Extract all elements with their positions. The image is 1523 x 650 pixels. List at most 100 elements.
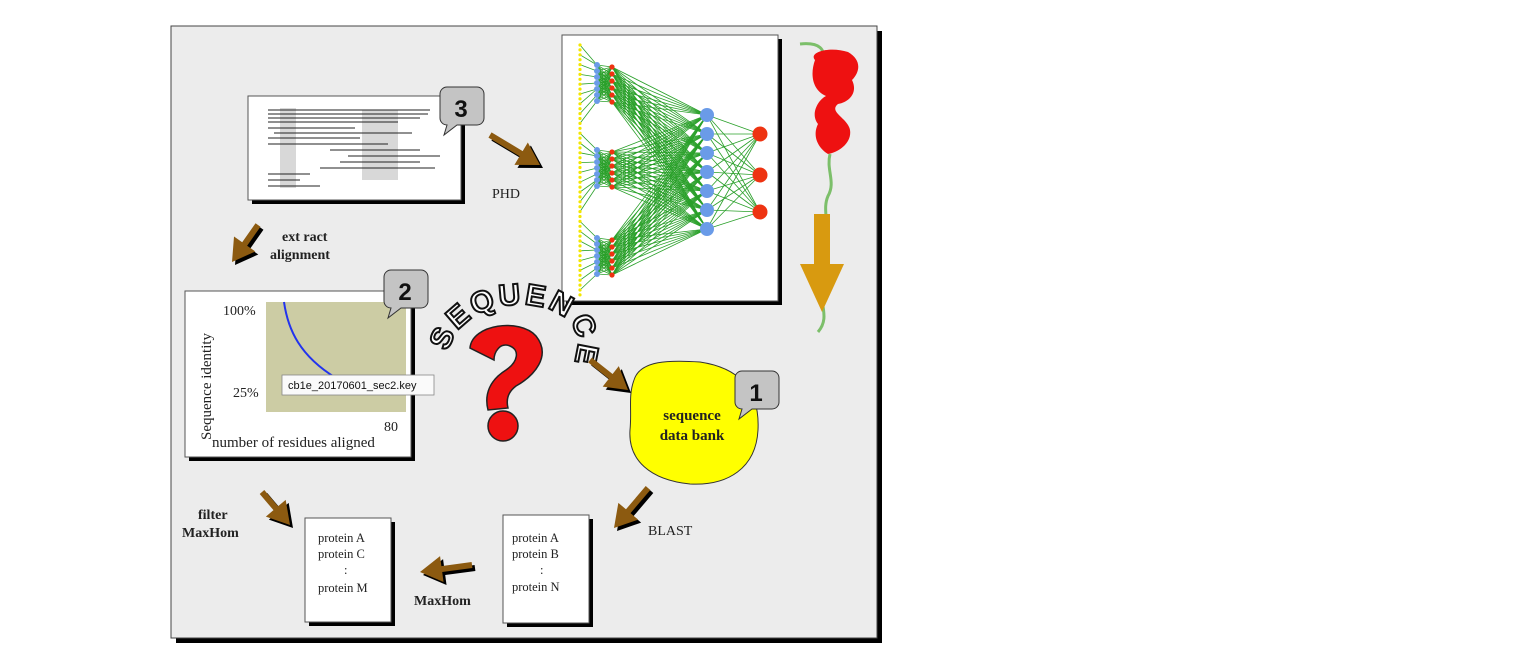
alignment-lines xyxy=(268,109,440,187)
network-edge xyxy=(706,133,761,154)
network-edge xyxy=(706,114,761,213)
network-input-node xyxy=(578,121,582,125)
network-input-node xyxy=(578,112,582,116)
network-edge xyxy=(611,114,708,269)
network-edge xyxy=(579,173,598,183)
network-input-node xyxy=(578,161,582,165)
network-edge xyxy=(611,114,708,153)
network-edge xyxy=(579,88,598,105)
network-window-node xyxy=(609,92,615,98)
network-edge xyxy=(596,165,613,187)
network-edge xyxy=(611,101,708,135)
network-edge xyxy=(596,161,613,174)
neural-network-card xyxy=(561,34,782,305)
network-edge xyxy=(579,142,598,157)
network-edge xyxy=(706,174,761,211)
network-edge xyxy=(596,70,613,89)
badge-3: 3 xyxy=(439,86,485,137)
network-window-node xyxy=(609,237,615,243)
network-edge xyxy=(579,240,598,251)
network-feature-node xyxy=(594,62,600,68)
filtered-item-3: : xyxy=(344,563,347,577)
network-input-node xyxy=(578,82,582,86)
network-feature-node xyxy=(594,171,600,177)
network-input-node xyxy=(578,97,582,101)
network-input-node xyxy=(578,136,582,140)
identity-curve xyxy=(283,301,337,379)
network-input-node xyxy=(578,214,582,219)
network-input-node xyxy=(578,185,582,189)
network-window-node xyxy=(609,272,615,278)
network-edge xyxy=(596,151,613,175)
network-edge xyxy=(706,133,761,173)
network-edge xyxy=(611,228,708,241)
network-edge xyxy=(596,66,613,90)
network-hidden-node xyxy=(700,146,714,160)
network-feature-node xyxy=(594,253,600,259)
step-filter-label-1: filter xyxy=(198,508,228,523)
network-edge xyxy=(611,114,708,167)
network-window-node xyxy=(609,163,615,169)
blast-results-sheet xyxy=(502,514,590,624)
network-input-node xyxy=(578,210,582,214)
network-window-node xyxy=(609,244,615,250)
network-edge xyxy=(596,243,613,255)
network-hidden-node xyxy=(700,108,714,122)
step-extract-label-1: ext ract xyxy=(282,230,328,245)
network-hidden-node xyxy=(700,222,714,236)
network-input-node xyxy=(578,180,582,184)
network-edge xyxy=(611,114,708,248)
network-input-node xyxy=(578,190,582,194)
network-edge xyxy=(611,101,708,116)
network-input-node xyxy=(578,263,582,268)
network-input-node xyxy=(578,170,582,174)
network-feature-node xyxy=(594,74,600,80)
filtered-item-4: protein M xyxy=(318,581,368,595)
filtered-results-card: protein A protein C : protein M xyxy=(304,517,395,626)
network-feature-node xyxy=(594,165,600,171)
network-edge xyxy=(596,239,613,263)
network-edge xyxy=(579,221,598,239)
network-edge xyxy=(706,133,761,211)
network-edge xyxy=(596,151,613,169)
network-edge xyxy=(611,228,708,276)
network-edge xyxy=(611,114,708,262)
network-input-node xyxy=(578,126,582,130)
alignment-card xyxy=(247,95,465,204)
network-window-node xyxy=(609,99,615,105)
network-edge xyxy=(579,132,598,151)
step-blast-label: BLAST xyxy=(648,524,693,539)
network-edge xyxy=(611,228,708,248)
network-window-node xyxy=(609,170,615,176)
step-maxhom-label: MaxHom xyxy=(414,594,471,609)
network-input-node xyxy=(578,219,582,223)
network-input-node xyxy=(578,254,582,258)
network-edge xyxy=(706,209,761,213)
network-edge xyxy=(596,155,613,167)
network-edge xyxy=(611,94,708,116)
network-edge xyxy=(596,260,613,275)
network-input-node xyxy=(578,116,582,121)
flow-arrow-icon xyxy=(259,490,290,525)
network-window-node xyxy=(609,258,615,264)
network-input-node xyxy=(578,293,582,297)
network-feature-node xyxy=(594,159,600,165)
network-input-node xyxy=(578,72,582,76)
network-edge xyxy=(611,209,708,276)
network-edge xyxy=(579,94,598,114)
network-hidden-node xyxy=(700,165,714,179)
network-edge xyxy=(611,171,708,188)
graph-x-label: number of residues aligned xyxy=(212,435,375,451)
badge-2: 2 xyxy=(383,269,429,320)
network-input-node xyxy=(578,102,582,106)
network-edge xyxy=(706,133,761,176)
network-edge xyxy=(706,133,761,230)
network-edge xyxy=(611,114,708,160)
network-edge xyxy=(579,185,598,212)
network-input-node xyxy=(578,131,582,135)
network-feature-node xyxy=(594,265,600,271)
network-feature-node xyxy=(594,247,600,253)
network-edge xyxy=(611,190,708,276)
network-edge xyxy=(611,228,708,255)
